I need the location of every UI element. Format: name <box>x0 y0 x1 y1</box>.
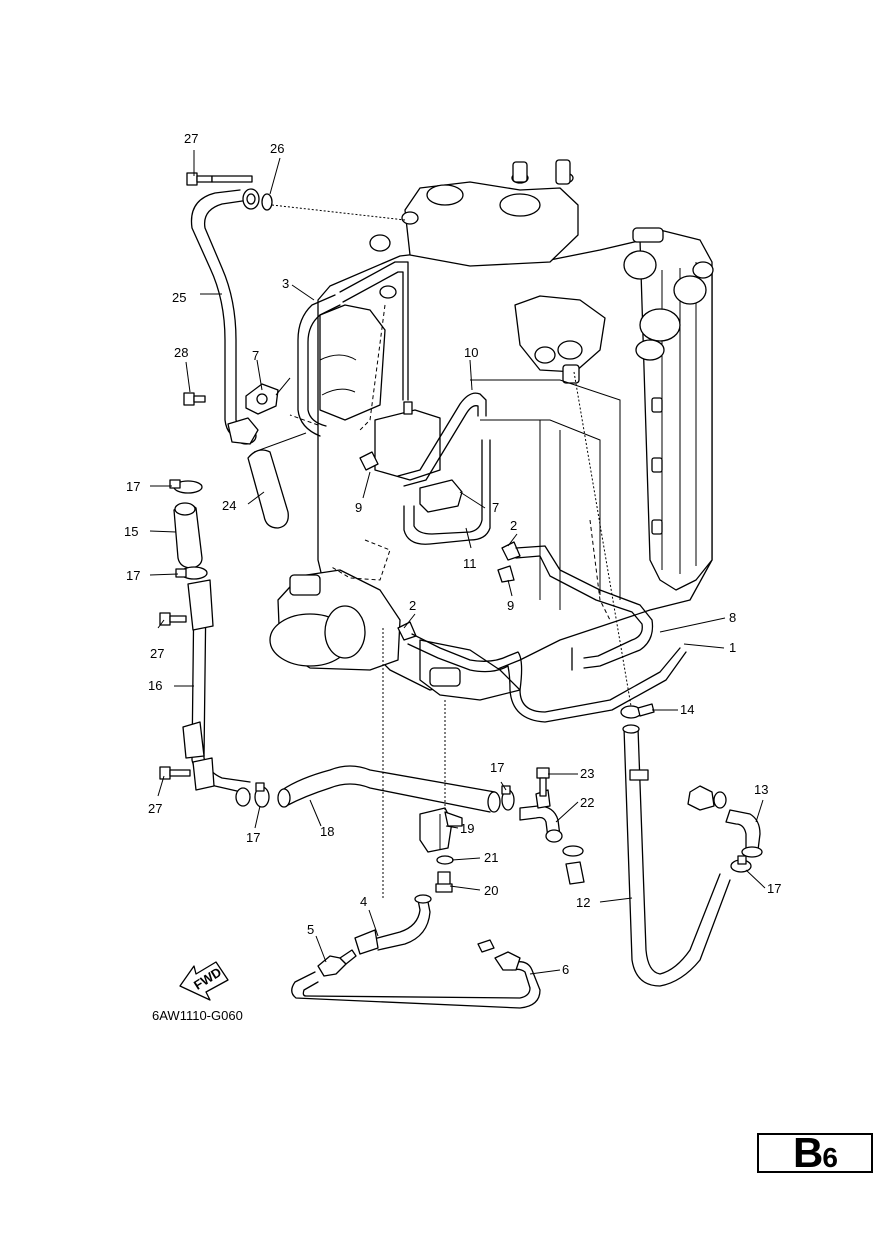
clamp-17-d <box>501 785 515 811</box>
screw-23 <box>536 767 550 797</box>
bolt-20 <box>435 871 453 893</box>
callout-12: 12 <box>576 895 590 910</box>
callout-23: 23 <box>580 766 594 781</box>
callout-27-low: 27 <box>148 801 162 816</box>
callout-17-c: 17 <box>246 830 260 845</box>
clamp-7-left <box>245 377 291 415</box>
fwd-arrow-icon: FWD <box>179 961 229 1001</box>
callout-8: 8 <box>729 610 736 625</box>
callout-2-b: 2 <box>409 598 416 613</box>
hose-4 <box>354 894 432 955</box>
callout-4: 4 <box>360 894 367 909</box>
callout-14: 14 <box>680 702 694 717</box>
engine-block <box>269 159 714 701</box>
hose-10 <box>397 392 487 487</box>
o-ring-26 <box>261 193 273 211</box>
callout-9-b: 9 <box>507 598 514 613</box>
bolt-28 <box>183 392 206 406</box>
callout-7-right: 7 <box>492 500 499 515</box>
leader-lines <box>149 150 766 975</box>
connector-5 <box>317 949 357 977</box>
callout-28: 28 <box>174 345 188 360</box>
callout-labels: 27 26 25 3 28 7 10 17 24 9 7 2 15 11 17 … <box>124 131 781 977</box>
callout-25: 25 <box>172 290 186 305</box>
page-badge-number: 6 <box>822 1142 838 1173</box>
elbow-22 <box>519 789 585 885</box>
callout-17-e: 17 <box>767 881 781 896</box>
hose-25 <box>190 188 260 445</box>
hose-11 <box>403 439 491 545</box>
callout-26: 26 <box>270 141 284 156</box>
callout-3: 3 <box>282 276 289 291</box>
bolt-27-mid <box>159 612 187 626</box>
pipe-16 <box>182 579 251 807</box>
bolt-27-low <box>159 766 191 780</box>
callout-10: 10 <box>464 345 478 360</box>
page-badge-text: B6 <box>793 1129 838 1180</box>
elbow-13 <box>687 785 763 858</box>
callout-13: 13 <box>754 782 768 797</box>
fitting-9-a <box>359 451 379 471</box>
callout-17-a: 17 <box>126 479 140 494</box>
clamp-14 <box>620 703 655 719</box>
callout-1: 1 <box>729 640 736 655</box>
hose-12 <box>622 724 731 987</box>
callout-20: 20 <box>484 883 498 898</box>
clip-19 <box>419 807 463 853</box>
callout-9-a: 9 <box>355 500 362 515</box>
hose-18 <box>277 765 501 813</box>
callout-16: 16 <box>148 678 162 693</box>
page-badge: B6 <box>757 1131 873 1175</box>
drawing-code: 6AW1110-G060 <box>152 1008 243 1023</box>
clamp-17-c <box>254 782 270 808</box>
hose-6 <box>291 939 541 1009</box>
hose-8 <box>515 545 654 671</box>
clamp-17-b <box>175 566 208 580</box>
fitting-9-b <box>497 565 515 583</box>
hose-15 <box>173 502 203 569</box>
hose-3 <box>297 261 409 437</box>
callout-22: 22 <box>580 795 594 810</box>
page-badge-letter: B <box>793 1129 823 1176</box>
callout-21: 21 <box>484 850 498 865</box>
callout-18: 18 <box>320 824 334 839</box>
hose-24 <box>247 432 307 529</box>
callout-15: 15 <box>124 524 138 539</box>
clamp-17-e <box>730 855 752 873</box>
bolt-27-top <box>186 172 253 186</box>
hose-1 <box>407 633 687 723</box>
callout-24: 24 <box>222 498 236 513</box>
washer-21 <box>436 855 454 865</box>
callout-5: 5 <box>307 922 314 937</box>
callout-27-top: 27 <box>184 131 198 146</box>
callout-17-b: 17 <box>126 568 140 583</box>
callout-27-mid: 27 <box>150 646 164 661</box>
callout-6: 6 <box>562 962 569 977</box>
callout-2-a: 2 <box>510 518 517 533</box>
callout-19: 19 <box>460 821 474 836</box>
callout-11: 11 <box>463 556 477 571</box>
callout-17-d: 17 <box>490 760 504 775</box>
clamp-17-a <box>169 479 203 494</box>
callout-7-left: 7 <box>252 348 259 363</box>
